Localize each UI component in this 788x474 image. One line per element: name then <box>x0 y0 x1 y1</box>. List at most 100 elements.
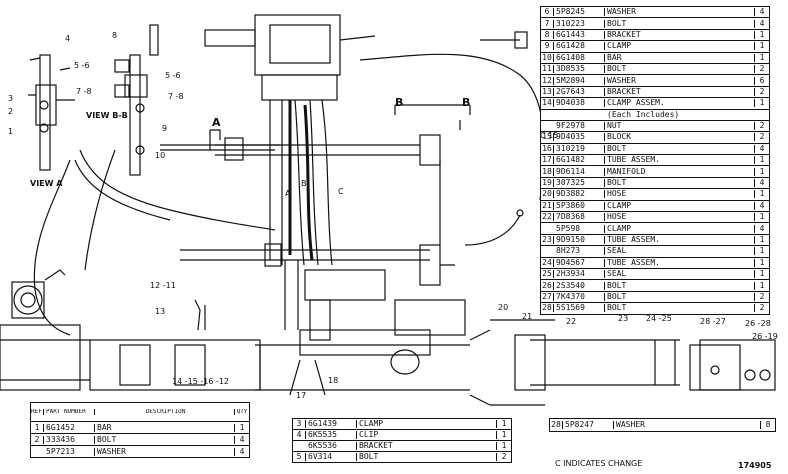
callout-9: 9 <box>162 124 168 133</box>
hose-a-label: A <box>285 189 291 198</box>
callout-22: 22 <box>566 317 577 326</box>
cell-qty: 6 <box>754 76 769 85</box>
cell-qty: 4 <box>754 144 769 153</box>
cell-desc: WASHER <box>97 447 126 456</box>
cell-ref: 21 <box>541 201 554 210</box>
cell-ref: 17 <box>541 156 554 165</box>
cell-qty: 2 <box>754 304 769 313</box>
cell-part: 2G7643 <box>554 87 605 96</box>
cell-part: 9D4567 <box>554 258 605 267</box>
cell-qty: 2 <box>754 87 769 96</box>
cell-part: 9D6114 <box>554 167 605 176</box>
cell-ref: 5 <box>293 453 306 461</box>
cell-ref: 18 <box>541 167 554 176</box>
cell-part: 3D8535 <box>554 65 605 74</box>
cell-desc: CLIP <box>359 431 379 439</box>
cell-ref: 8 <box>541 30 554 39</box>
cell-qty: 1 <box>754 270 769 279</box>
cell-part: 7D8368 <box>554 213 605 222</box>
cell-qty: 1 <box>754 190 769 199</box>
cell-part: 5P8245 <box>554 8 605 17</box>
cell-desc: TUBE ASSEM. <box>607 236 660 244</box>
cell-qty: 4 <box>234 435 249 444</box>
cell-ref: 15 <box>541 133 554 142</box>
cell-part: 9F2978 <box>554 122 605 131</box>
cell-ref: 25 <box>541 270 554 279</box>
cell-ref: 11 <box>541 65 554 74</box>
drawing-number: 174905 <box>738 461 772 470</box>
callout-7-8-view-a: 7 -8 <box>76 87 92 96</box>
callout-8: 8 <box>112 31 118 40</box>
cell-desc: BAR <box>607 53 622 62</box>
cell-ref: 6 <box>541 8 554 17</box>
callout-24-25: 24 -25 <box>646 314 672 323</box>
cell-part: 5M2894 <box>554 76 605 85</box>
cell-part: 6K5535 <box>306 431 357 439</box>
header-qty: QTY <box>234 409 249 415</box>
callout-12-11: 12 -11 <box>150 281 176 290</box>
cell-desc: TUBE ASSEM. <box>607 258 660 267</box>
table-header-row: REF. NO. PART NUMBER DESCRIPTION QTY <box>31 403 249 422</box>
cell-qty: 1 <box>754 213 769 222</box>
cell-part: 6G1443 <box>554 30 605 39</box>
cell-part: 6V314 <box>306 453 357 461</box>
cell-ref: 24 <box>541 258 554 267</box>
callout-18: 18 <box>328 376 339 385</box>
cell-qty: 1 <box>754 156 769 165</box>
hose-c-label: C <box>338 187 344 196</box>
cell-part: 7K4370 <box>554 292 605 301</box>
cell-qty: 4 <box>754 8 769 17</box>
cell-desc: CLAMP ASSEM. <box>607 99 665 108</box>
cell-qty: 2 <box>754 133 769 142</box>
cell-qty: 4 <box>754 224 769 233</box>
callout-21: 21 <box>522 312 533 321</box>
cell-qty: 4 <box>754 201 769 210</box>
header-part: PART NUMBER <box>44 409 95 415</box>
cell-ref: 13 <box>541 87 554 96</box>
table-row: (Each Includes) <box>541 110 769 121</box>
cell-ref: 20 <box>541 190 554 199</box>
section-b-right-marker: B <box>462 96 471 109</box>
callout-5-6-view-a: 5 -6 <box>74 61 90 70</box>
cell-qty: 1 <box>754 247 769 256</box>
cell-part: 6G1439 <box>306 420 357 428</box>
cell-ref: 28 <box>541 304 554 313</box>
cell-qty: 8 <box>760 421 775 429</box>
cell-qty: 1 <box>754 30 769 39</box>
cell-desc: BLOCK <box>607 133 632 142</box>
cell-part: 6G1482 <box>554 156 605 165</box>
cell-qty: 2 <box>754 292 769 301</box>
cell-part: 333436 <box>44 435 95 444</box>
cell-qty: 1 <box>496 442 511 450</box>
cell-qty: 1 <box>754 99 769 108</box>
cell-ref: 4 <box>293 431 306 439</box>
cell-ref: 16 <box>541 144 554 153</box>
cell-part: 5P598 <box>554 224 605 233</box>
callout-1: 1 <box>8 127 14 136</box>
cell-ref: 12 <box>541 76 554 85</box>
cell-ref: 3 <box>293 420 306 428</box>
cell-part: 2S3540 <box>554 281 605 290</box>
cell-desc: CLAMP <box>607 224 632 233</box>
cell-ref: 1 <box>31 423 44 432</box>
cell-ref: 10 <box>541 53 554 62</box>
cell-desc: CLAMP <box>607 201 632 210</box>
cell-part: 2H3934 <box>554 270 605 279</box>
cell-part: 8H273 <box>554 247 605 256</box>
view-a-label: VIEW A <box>30 179 63 188</box>
cell-part: 310219 <box>554 144 605 153</box>
